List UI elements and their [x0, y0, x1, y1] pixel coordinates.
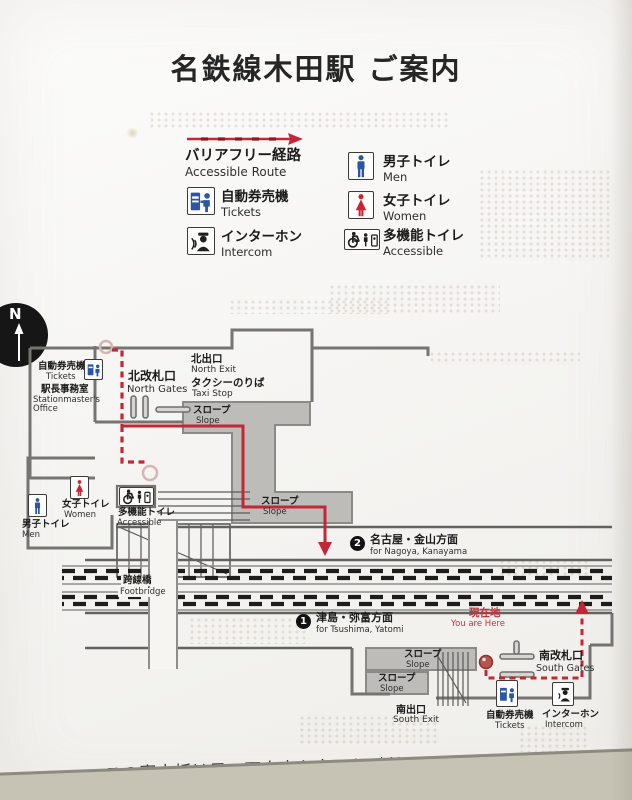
compass-icon [0, 303, 48, 367]
label-north-exit-jp: 北出口 [191, 353, 223, 365]
platform-edges [85, 525, 612, 650]
label-taxi-stop-en: Taxi Stop [192, 389, 233, 399]
legend-tickets-jp: 自動券売機 [221, 189, 289, 205]
label-men-en: Men [22, 530, 40, 540]
label-south-intercom-en: Intercom [545, 720, 583, 730]
label-south-tickets-jp: 自動券売機 [486, 710, 534, 721]
ticket-machine-icon [84, 359, 103, 380]
label-stationmaster-jp: 駅長事務室 [41, 384, 89, 395]
legend-intercom-jp: インターホン [221, 229, 302, 245]
label-platform2-jp: 名古屋・金山方面 [370, 533, 458, 546]
stain-spot [126, 128, 139, 138]
label-women-en: Women [64, 510, 97, 520]
photo-edge-shade [610, 0, 632, 800]
platform-2-number: 2 [350, 536, 365, 551]
label-you-are-here-en: You are Here [451, 619, 505, 629]
south-gates-symbol [499, 640, 535, 678]
accessible-toilet-icon [119, 487, 154, 506]
label-platform2-en: for Nagoya, Kanayama [370, 547, 468, 557]
label-you-are-here-jp: 現在地 [469, 607, 501, 619]
label-south-tickets-en: Tickets [495, 721, 525, 731]
legend-intercom-en: Intercom [221, 245, 273, 259]
label-slope-north2-en: Slope [263, 507, 287, 517]
label-footbridge-en: Footbridge [118, 587, 168, 597]
label-south-exit-jp: 南出口 [396, 705, 426, 716]
legend-women-jp: 女子トイレ [383, 193, 451, 209]
legend-accessible-en: Accessible [383, 244, 444, 258]
label-slope-south2-jp: スロープ [378, 673, 416, 684]
label-north-tickets-en: Tickets [46, 372, 76, 382]
men-icon [28, 494, 47, 517]
label-taxi-stop-jp: タクシーのりば [191, 377, 265, 389]
compass-n-label: N [9, 305, 22, 323]
label-women-jp: 女子トイレ [62, 499, 110, 510]
intercom-icon [187, 227, 215, 255]
you-are-here-marker [478, 654, 494, 670]
legend-women-en: Women [383, 209, 427, 223]
platform-1-number: 1 [296, 614, 311, 629]
intercom-icon [552, 682, 574, 706]
north-gates-symbol [130, 395, 191, 419]
label-north-exit-en: North Exit [191, 365, 237, 375]
legend-accessible-route-en: Accessible Route [185, 165, 287, 179]
legend-accessible-jp: 多機能トイレ [383, 228, 464, 244]
legend-men-en: Men [383, 170, 408, 184]
label-north-gates-en: North Gates [127, 384, 188, 395]
label-south-exit-en: South Exit [393, 715, 440, 725]
label-stationmaster-en: Stationmaster's Office [33, 395, 100, 414]
label-south-intercom-jp: インターホン [542, 709, 600, 720]
label-platform1-jp: 津島・弥富方面 [316, 611, 393, 624]
label-slope-south1-en: Slope [406, 660, 430, 670]
label-slope-north1-jp: スロープ [193, 405, 231, 416]
label-men-jp: 男子トイレ [22, 519, 70, 530]
legend-men-jp: 男子トイレ [383, 154, 451, 170]
label-south-gates-jp: 南改札口 [539, 649, 583, 662]
accessible-route-path [98, 339, 589, 680]
label-accessible-toilet-en: Accessible [117, 518, 162, 528]
building-walls [26, 328, 614, 700]
label-platform1-en: for Tsushima, Yatomi [316, 625, 404, 635]
label-south-gates-en: South Gates [536, 663, 595, 674]
label-slope-north2-jp: スロープ [261, 496, 299, 507]
women-icon [70, 476, 89, 499]
ticket-machine-icon [496, 680, 518, 707]
ticket-machine-icon [187, 187, 215, 215]
label-footbridge-jp: 跨線橋 [121, 575, 154, 587]
label-slope-south2-en: Slope [380, 684, 404, 694]
men-icon [348, 152, 374, 180]
label-north-tickets-jp: 自動券売機 [38, 361, 86, 372]
accessible-route-arrow-icon [187, 133, 303, 145]
page-title: 名鉄線木田駅 ご案内 [170, 52, 462, 86]
label-accessible-toilet-jp: 多機能トイレ [118, 507, 176, 518]
accessible-toilet-icon [344, 229, 380, 250]
label-slope-south1-jp: スロープ [404, 649, 442, 660]
legend-accessible-route-jp: バリアフリー経路 [185, 148, 301, 164]
label-slope-north1-en: Slope [196, 416, 220, 426]
label-north-gates-jp: 北改札口 [128, 369, 177, 383]
legend-tickets-en: Tickets [221, 205, 262, 219]
women-icon [348, 191, 374, 219]
